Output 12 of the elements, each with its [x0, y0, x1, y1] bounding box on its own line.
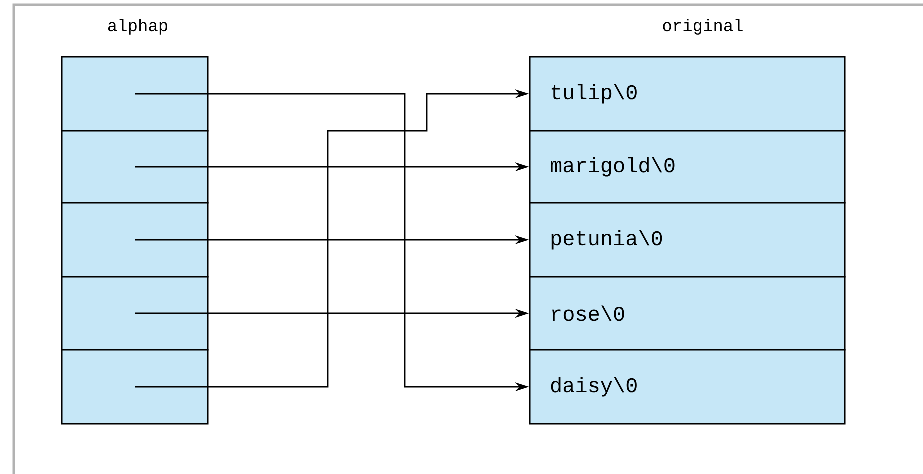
pointer-cell	[61, 276, 209, 351]
array-name: original	[663, 19, 743, 35]
array-cell: rose\0	[529, 276, 846, 351]
pointer-cell	[61, 130, 209, 204]
pointer-cell	[61, 56, 209, 132]
pointer-cell	[61, 349, 209, 425]
array-cell: marigold\0	[529, 130, 846, 204]
array-cell: petunia\0	[529, 202, 846, 278]
array-cell: tulip\0	[529, 56, 846, 132]
pointer-cell	[61, 202, 209, 278]
array-name: alphap	[108, 19, 168, 35]
array-cell: daisy\0	[529, 349, 846, 425]
